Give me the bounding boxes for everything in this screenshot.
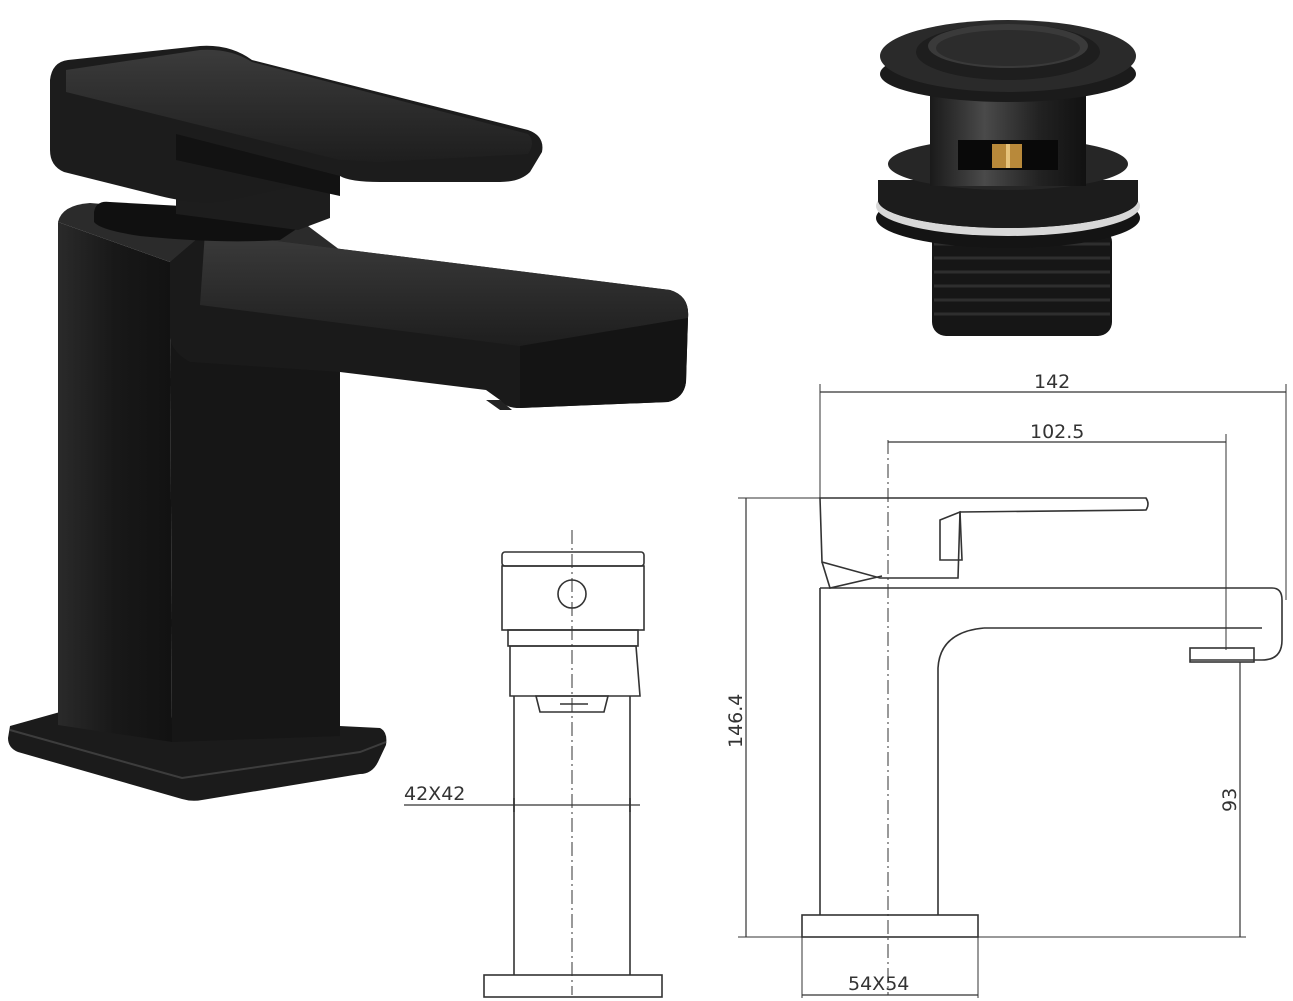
dimension-base-size: 54X54: [848, 973, 909, 995]
side-elevation-drawing: [738, 384, 1287, 998]
front-elevation-drawing: [404, 530, 663, 998]
dimension-overall-height: 146.4: [725, 694, 747, 748]
waste-render-image: [876, 20, 1140, 336]
tap-render-image: [8, 45, 689, 801]
tap-body: [58, 222, 172, 742]
dimension-body-size: 42X42: [404, 783, 465, 805]
dimension-spout-reach: 102.5: [1030, 421, 1084, 443]
dimension-overall-projection: 142: [1034, 371, 1070, 393]
dimension-spout-height: 93: [1219, 788, 1241, 812]
